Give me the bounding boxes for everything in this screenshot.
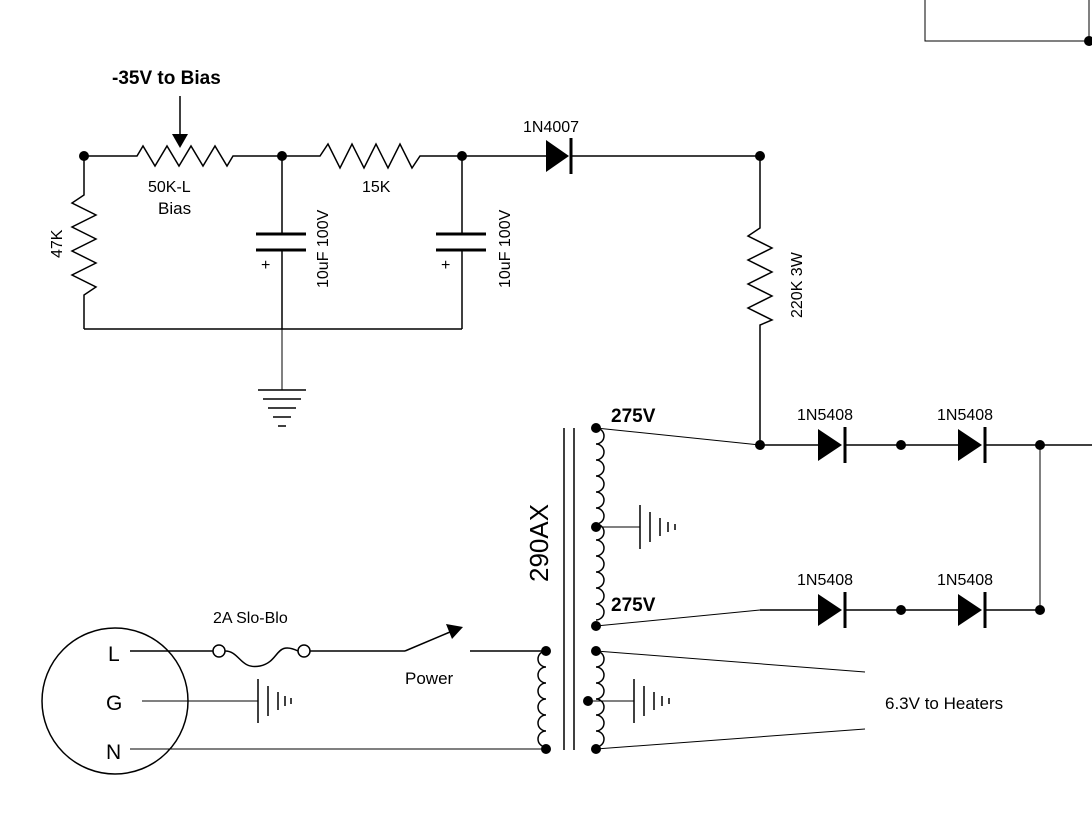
line-wire xyxy=(130,644,405,668)
cap2-label: 10uF 100V xyxy=(497,209,514,288)
rectifier-row-2 xyxy=(760,592,1045,628)
diode-1n4007 xyxy=(462,138,760,174)
rect-d4-label: 1N5408 xyxy=(937,572,993,589)
plug-g-label: G xyxy=(106,692,122,715)
heaters-label: 6.3V to Heaters xyxy=(885,694,1003,713)
resistor-47k xyxy=(70,156,98,329)
bias-ground-bus xyxy=(84,328,462,427)
primary-winding xyxy=(537,646,551,754)
cap1-plus: + xyxy=(261,257,270,274)
fuse-label: 2A Slo-Blo xyxy=(213,610,288,627)
bias-output-label: -35V to Bias xyxy=(112,68,221,89)
transformer-core xyxy=(563,428,575,750)
tap-bottom-label: 275V xyxy=(611,595,656,616)
r15k-label: 15K xyxy=(362,179,391,196)
ground-wire xyxy=(142,679,292,723)
r47k-label: 47K xyxy=(49,229,66,258)
pot-wiper-arrow xyxy=(172,96,188,148)
cap2-plus: + xyxy=(441,257,450,274)
bias-potentiometer xyxy=(84,144,282,168)
r220k-label: 220K 3W xyxy=(789,251,806,318)
diode-bias-label: 1N4007 xyxy=(523,119,579,136)
rect-d2-label: 1N5408 xyxy=(937,407,993,424)
offpage-box xyxy=(924,0,1092,46)
pot-value-label: 50K-L xyxy=(148,179,191,196)
power-switch xyxy=(404,624,546,652)
resistor-15k xyxy=(282,142,462,170)
rectifier-row-1 xyxy=(755,427,1092,463)
ct-ground xyxy=(596,505,676,549)
secondary-hv-winding xyxy=(591,423,605,631)
capacitor-2 xyxy=(436,156,486,329)
cap1-label: 10uF 100V xyxy=(315,209,332,288)
pot-name-label: Bias xyxy=(158,199,191,218)
switch-label: Power xyxy=(405,669,454,688)
rect-d1-label: 1N5408 xyxy=(797,407,853,424)
heater-ct-ground xyxy=(588,679,670,723)
tap-top-label: 275V xyxy=(611,406,656,427)
capacitor-1 xyxy=(256,156,306,329)
transformer-label: 290AX xyxy=(524,504,554,582)
plug-n-label: N xyxy=(106,741,121,764)
plug-l-label: L xyxy=(108,643,120,666)
heater-winding xyxy=(583,646,866,754)
resistor-220k xyxy=(746,156,774,445)
rect-d3-label: 1N5408 xyxy=(797,572,853,589)
